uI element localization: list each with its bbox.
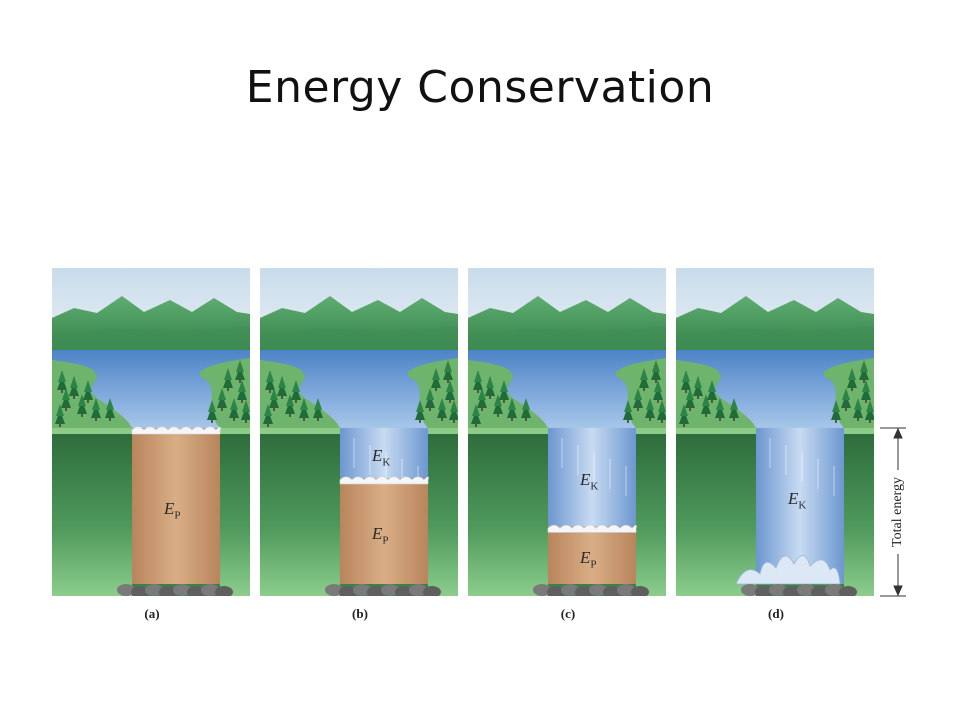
rock xyxy=(741,584,759,596)
rock xyxy=(769,584,787,596)
kinetic-energy-label: EK xyxy=(580,470,599,493)
rock xyxy=(353,584,371,596)
rock xyxy=(145,584,163,596)
rock xyxy=(533,584,551,596)
rock xyxy=(547,586,565,596)
rock xyxy=(159,586,177,596)
rock xyxy=(825,584,843,596)
rock xyxy=(839,586,857,596)
panel-d xyxy=(676,268,874,596)
cliff-right xyxy=(220,428,250,596)
panel-label: (d) xyxy=(768,606,784,621)
rock xyxy=(575,586,593,596)
rock xyxy=(395,586,413,596)
potential-energy-block xyxy=(340,477,428,584)
arrow-up-icon xyxy=(893,427,903,439)
foam-top xyxy=(547,524,637,533)
splash xyxy=(735,555,841,585)
panel-b xyxy=(260,268,458,596)
potential-energy-label: EP xyxy=(580,548,597,571)
foam-top xyxy=(131,426,221,435)
rock xyxy=(187,586,205,596)
cliff-left xyxy=(468,428,548,596)
total-energy-bracket xyxy=(880,427,906,597)
rock xyxy=(173,584,191,596)
rock xyxy=(631,586,649,596)
potential-energy-block xyxy=(132,428,220,584)
rock xyxy=(339,586,357,596)
cliff-left xyxy=(52,428,132,596)
foam-top xyxy=(339,476,429,485)
arrow-down-icon xyxy=(893,585,903,597)
panel-label: (c) xyxy=(560,606,576,621)
total-energy-label: Total energy xyxy=(890,477,905,547)
rock xyxy=(783,586,801,596)
slide-title: Energy Conservation xyxy=(245,62,715,113)
potential-energy-block xyxy=(548,526,636,584)
cliff-right xyxy=(636,428,666,596)
rock xyxy=(755,586,773,596)
rock xyxy=(423,586,441,596)
rock xyxy=(215,586,233,596)
rock xyxy=(797,584,815,596)
rock xyxy=(367,586,385,596)
rock xyxy=(381,584,399,596)
rock xyxy=(131,586,149,596)
rock xyxy=(811,586,829,596)
potential-energy-label: EP xyxy=(164,499,181,522)
rock xyxy=(201,584,219,596)
kinetic-energy-label: EK xyxy=(788,489,807,512)
panel-c xyxy=(468,268,666,596)
rock xyxy=(617,584,635,596)
cliff-right xyxy=(844,428,874,596)
rock xyxy=(117,584,135,596)
rock xyxy=(325,584,343,596)
panel-label: (b) xyxy=(352,606,368,621)
cliff-left xyxy=(676,428,756,596)
kinetic-energy-label: EK xyxy=(372,445,391,469)
cliff-right xyxy=(428,428,458,596)
potential-energy-label: EP xyxy=(372,523,389,547)
panel-label: (a) xyxy=(144,606,160,621)
rock xyxy=(409,584,427,596)
cliff-left xyxy=(260,428,340,596)
rock xyxy=(561,584,579,596)
rock xyxy=(603,586,621,596)
panel-a xyxy=(52,268,250,596)
rock xyxy=(589,584,607,596)
